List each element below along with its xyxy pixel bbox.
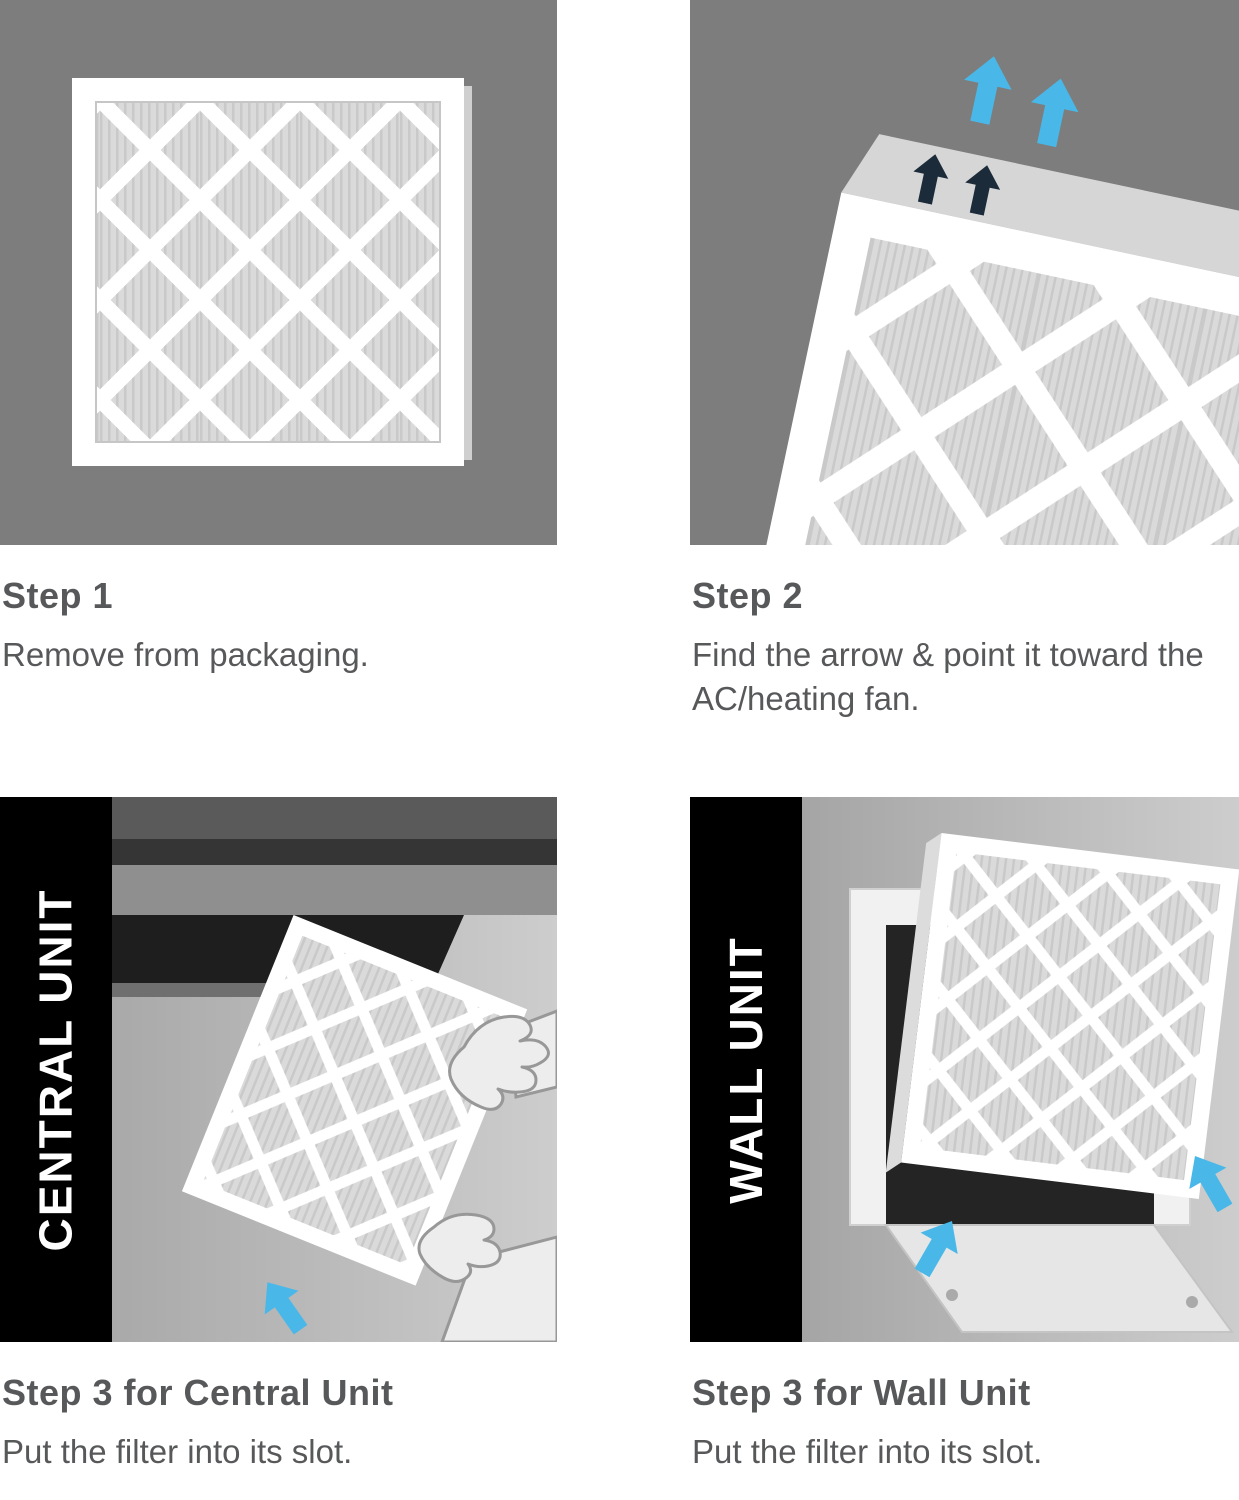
wall-unit-banner: WALL UNIT xyxy=(690,797,802,1343)
tilted-air-filter xyxy=(695,51,1239,545)
lower-hand xyxy=(417,1212,502,1284)
step1-title: Step 1 xyxy=(2,575,114,616)
step1-panel xyxy=(0,0,557,545)
wall-unit-illustration xyxy=(802,797,1239,1343)
furnace-cabinet xyxy=(112,797,557,998)
step2-panel xyxy=(690,0,1239,545)
upper-hand xyxy=(448,1014,550,1111)
air-filter-inserting xyxy=(885,833,1239,1200)
central-unit-banner: CENTRAL UNIT xyxy=(0,797,112,1343)
step1-illustration xyxy=(0,0,557,545)
wall-unit-banner-label: WALL UNIT xyxy=(720,935,773,1204)
step2-caption: Find the arrow & point it toward the AC/… xyxy=(692,636,1204,717)
step3-wall-section: WALL UNIT xyxy=(690,797,1239,1474)
air-filter-inserting xyxy=(181,915,528,1286)
step2-title: Step 2 xyxy=(692,575,804,616)
step3-central-section: CENTRAL UNIT xyxy=(0,797,557,1474)
vent-door-open xyxy=(884,1224,1234,1334)
step1-caption: Remove from packaging. xyxy=(2,636,369,673)
step2-illustration xyxy=(690,0,1239,545)
step3-wall-panel: WALL UNIT xyxy=(690,797,1239,1343)
step3-wall-caption: Put the filter into its slot. xyxy=(692,1433,1043,1471)
step1-section: Step 1 Remove from packaging. xyxy=(0,0,557,720)
step3-central-title: Step 3 for Central Unit xyxy=(2,1372,394,1414)
central-unit-illustration xyxy=(112,797,557,1343)
step3-wall-title: Step 3 for Wall Unit xyxy=(692,1372,1031,1414)
step3-central-caption: Put the filter into its slot. xyxy=(2,1433,353,1471)
hands xyxy=(417,1009,557,1343)
central-unit-banner-label: CENTRAL UNIT xyxy=(30,888,82,1252)
air-filter xyxy=(72,78,472,466)
step2-section: Step 2 Find the arrow & point it toward … xyxy=(690,0,1239,720)
step3-central-panel: CENTRAL UNIT xyxy=(0,797,557,1343)
